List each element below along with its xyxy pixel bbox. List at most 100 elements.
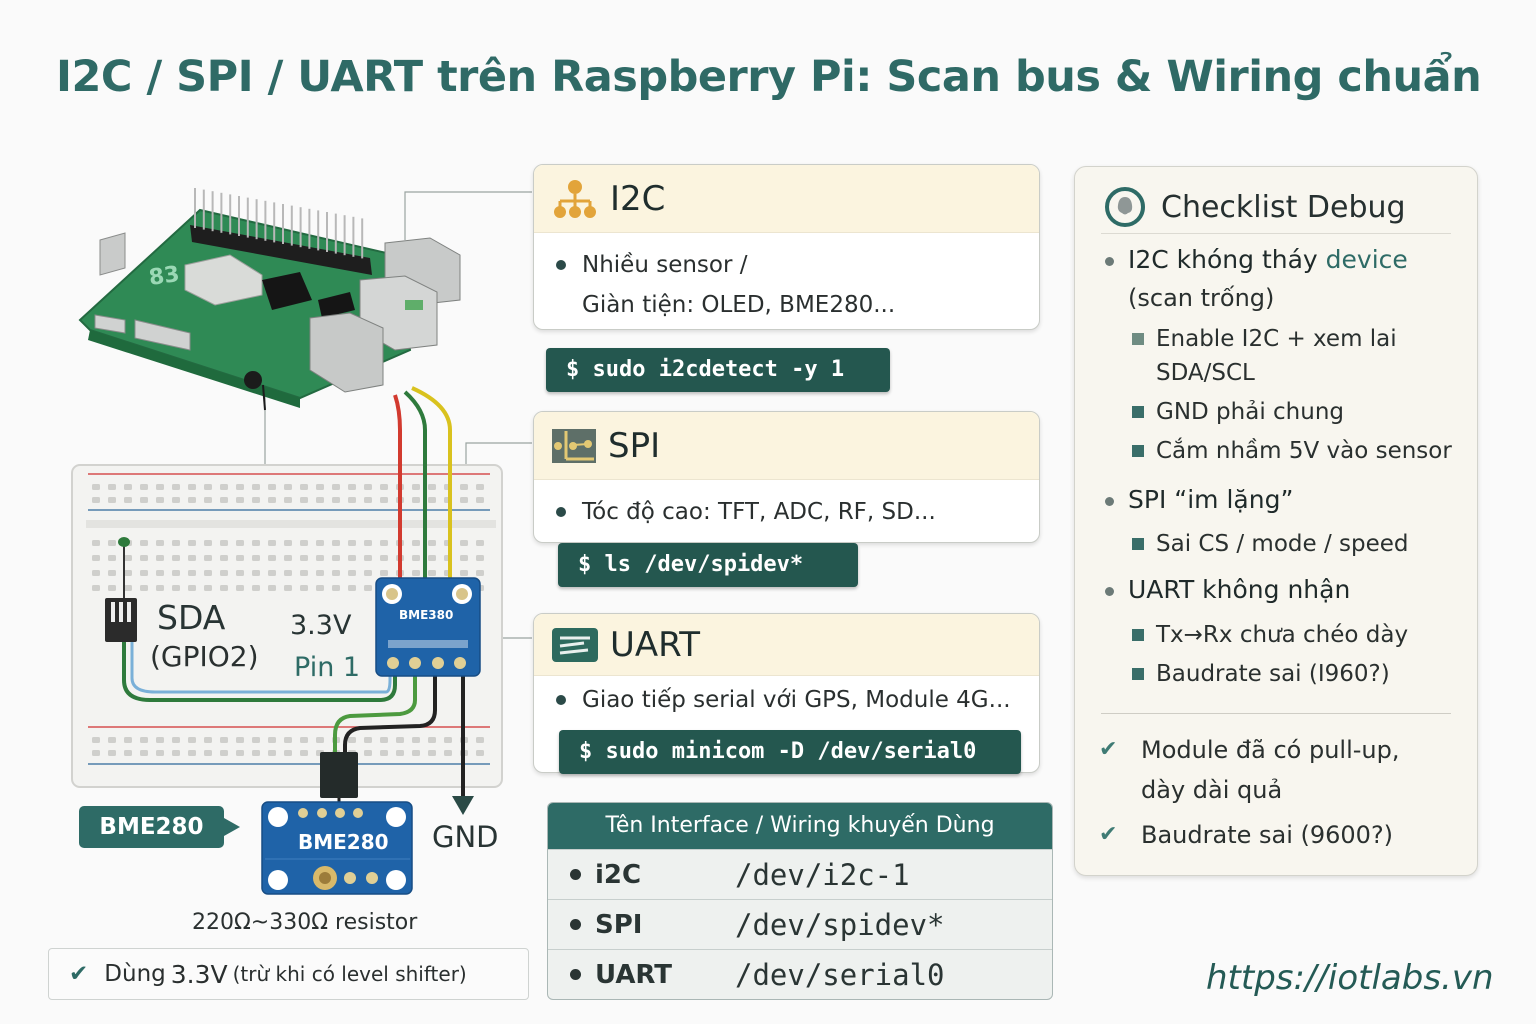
breadboard-hole [156, 555, 164, 561]
breadboard-hole [236, 737, 244, 743]
breadboard-hole [284, 585, 292, 591]
checklist-group: I2C khóng tháy device [1105, 245, 1408, 274]
hierarchy-icon [554, 179, 596, 218]
breadboard-hole [172, 737, 180, 743]
breadboard-hole [332, 497, 340, 503]
breadboard-hole [172, 497, 180, 503]
breadboard-hole [252, 540, 260, 546]
breadboard-hole [412, 570, 420, 576]
module-chip-label: BME380 [399, 608, 454, 622]
uart-command[interactable]: $ sudo minicom -D /dev/serial0 [559, 730, 1021, 774]
interface-table: Tên Interface / Wiring khuyến Dùng i2C /… [547, 802, 1053, 1000]
breadboard-hole [156, 540, 164, 546]
spi-command[interactable]: $ ls /dev/spidev* [558, 543, 858, 587]
breadboard-hole [92, 585, 100, 591]
i2c-command[interactable]: $ sudo i2cdetect -y 1 [546, 348, 890, 392]
breadboard-hole [252, 570, 260, 576]
module-bottom-label: BME280 [298, 830, 389, 854]
checklist-group-subtitle: (scan trống) [1128, 284, 1275, 312]
breadboard-hole [476, 750, 484, 756]
footer-url[interactable]: https://iotlabs.vn [1206, 958, 1494, 998]
breadboard-hole [220, 585, 228, 591]
breadboard-hole [124, 585, 132, 591]
breadboard-hole [220, 570, 228, 576]
gnd-arrow-icon [452, 796, 474, 815]
breadboard-hole [364, 570, 372, 576]
table-header: Tên Interface / Wiring khuyến Dùng [548, 803, 1052, 849]
breadboard-hole [92, 555, 100, 561]
checklist-check-item: ✔ Module đã có pull-up,dày dài quả [1099, 730, 1400, 810]
breadboard-hole [108, 750, 116, 756]
breadboard-hole [252, 497, 260, 503]
checklist-group: SPI “im lặng” [1105, 485, 1293, 514]
breadboard-hole [156, 484, 164, 490]
breadboard-hole [300, 555, 308, 561]
wire-yellow [411, 386, 452, 585]
breadboard-hole [348, 570, 356, 576]
breadboard-hole [428, 737, 436, 743]
breadboard-hole [428, 555, 436, 561]
breadboard-hole [380, 497, 388, 503]
wiring-illustration: 83 [71, 188, 532, 895]
breadboard-hole [204, 737, 212, 743]
table-row: UART /dev/serial0 [548, 949, 1052, 999]
breadboard-hole [284, 484, 292, 490]
card-i2c-bullet: Giàn tiện: OLED, BME280... [582, 292, 896, 318]
leader-line-spi [465, 442, 532, 470]
breadboard-hole [460, 497, 468, 503]
breadboard-hole [316, 570, 324, 576]
raspberry-pi-board: 83 [78, 188, 461, 411]
leader-line-i2c [404, 191, 532, 240]
breadboard-hole [364, 585, 372, 591]
card-i2c-header: I2C [534, 165, 1039, 233]
breadboard-hole [108, 484, 116, 490]
card-i2c: I2C Nhiều sensor / Giàn tiện: OLED, BME2… [533, 164, 1040, 330]
breadboard-hole [124, 750, 132, 756]
checklist-title: Checklist Debug [1161, 189, 1406, 225]
sda-label: SDA [157, 598, 226, 637]
breadboard-hole [236, 484, 244, 490]
breadboard-hole [172, 555, 180, 561]
breadboard-hole [252, 555, 260, 561]
breadboard-hole [188, 737, 196, 743]
breadboard-hole [412, 555, 420, 561]
card-spi-bullet: Tóc độ cao: TFT, ADC, RF, SD... [582, 499, 936, 525]
breadboard-hole [300, 540, 308, 546]
note-prefix: Dùng [104, 961, 166, 987]
breadboard-hole [444, 737, 452, 743]
breadboard-hole [236, 750, 244, 756]
breadboard-hole [156, 497, 164, 503]
breadboard-hole [476, 497, 484, 503]
breadboard-hole [412, 497, 420, 503]
breadboard-hole [476, 737, 484, 743]
check-icon: ✔ [1099, 822, 1118, 847]
note-voltage: 3.3V [170, 959, 228, 989]
breadboard-hole [380, 570, 388, 576]
breadboard-hole [204, 497, 212, 503]
breadboard-hole [284, 540, 292, 546]
gpio-label: (GPIO2) [150, 640, 259, 673]
table-row: SPI /dev/spidev* [548, 899, 1052, 949]
breadboard-hole [140, 484, 148, 490]
breadboard-hole [364, 484, 372, 490]
breadboard-hole [428, 750, 436, 756]
breadboard-hole [92, 750, 100, 756]
wire-lower-green [333, 675, 417, 760]
breadboard-hole [172, 570, 180, 576]
wire-sda-blue [130, 640, 392, 694]
breadboard-hole [284, 555, 292, 561]
breadboard-hole [268, 497, 276, 503]
breadboard-hole [236, 540, 244, 546]
breadboard-hole [348, 555, 356, 561]
breadboard-hole [172, 484, 180, 490]
table-cell-interface: UART [595, 959, 673, 990]
wire-lower-black [343, 675, 437, 760]
breadboard-hole [156, 570, 164, 576]
breadboard-hole [316, 737, 324, 743]
breadboard-hole [364, 737, 372, 743]
card-uart-title: UART [610, 624, 701, 665]
breadboard-hole [188, 484, 196, 490]
checklist-item: GND phải chung [1132, 395, 1344, 429]
bme380-module [375, 577, 481, 677]
breadboard-hole [316, 497, 324, 503]
